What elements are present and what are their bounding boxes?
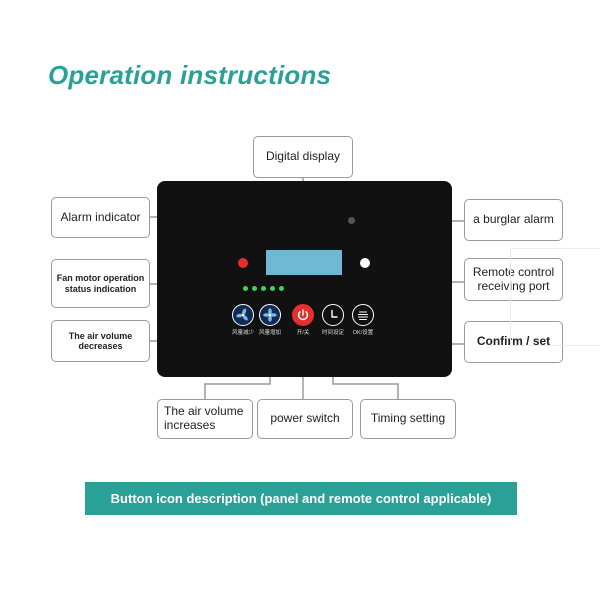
callout-label: Fan motor operation — [56, 273, 145, 284]
callout-alarm-indicator: Alarm indicator — [51, 197, 150, 238]
callout-label: Timing setting — [370, 411, 446, 426]
callout-label: increases — [164, 418, 216, 432]
button-caption: 风量减少 — [231, 330, 254, 336]
callout-label: The air volume — [164, 404, 244, 419]
status-led — [279, 286, 284, 291]
power-button[interactable]: 开/关 — [285, 304, 321, 336]
callout-label: Alarm indicator — [60, 209, 141, 224]
alarm-indicator-led — [238, 258, 248, 268]
callout-remote-port: Remote control receiving port — [464, 258, 563, 301]
fan-icon — [259, 304, 281, 326]
button-caption: OK/设置 — [352, 330, 374, 336]
callout-label: decreases — [78, 341, 123, 351]
digital-display-screen — [266, 250, 342, 275]
callout-label: Remote control — [472, 264, 555, 279]
button-caption: 时间设定 — [321, 330, 344, 336]
status-led — [270, 286, 275, 291]
callout-timing-setting: Timing setting — [360, 399, 456, 439]
fan-icon — [232, 304, 254, 326]
callout-label: Digital display — [265, 149, 341, 164]
callout-air-increase: The air volume increases — [157, 399, 253, 439]
timing-button[interactable]: 时间设定 — [315, 304, 351, 336]
callout-label: power switch — [270, 411, 340, 426]
fan-status-leds — [243, 286, 284, 291]
remote-receiver-port — [360, 258, 370, 268]
status-led — [243, 286, 248, 291]
callout-label: receiving port — [477, 278, 550, 293]
callout-label: a burglar alarm — [473, 212, 554, 227]
power-icon — [292, 304, 314, 326]
air-decrease-button[interactable]: 风量减少 — [225, 304, 261, 336]
callout-air-decrease: The air volume decreases — [51, 320, 150, 362]
control-panel — [157, 181, 452, 377]
callout-digital-display: Digital display — [253, 136, 353, 178]
callout-label: status indication — [64, 283, 137, 294]
status-led — [252, 286, 257, 291]
ok-lines-icon — [352, 304, 374, 326]
page-edge-frame — [510, 248, 600, 346]
confirm-set-button[interactable]: OK/设置 — [345, 304, 381, 336]
callout-label: Confirm / set — [476, 334, 551, 349]
callout-burglar-alarm: a burglar alarm — [464, 199, 563, 241]
button-caption: 风量增加 — [258, 330, 281, 336]
button-caption: 开/关 — [296, 330, 310, 336]
page-title: Operation instructions — [48, 60, 332, 90]
callout-fan-status: Fan motor operation status indication — [51, 259, 150, 308]
icon-description-banner: Button icon description (panel and remot… — [85, 482, 517, 515]
status-led — [261, 286, 266, 291]
callout-label: The air volume — [68, 330, 133, 341]
air-increase-button[interactable]: 风量增加 — [252, 304, 288, 336]
callout-power-switch: power switch — [257, 399, 353, 439]
burglar-alarm-sensor — [348, 217, 355, 224]
clock-icon — [322, 304, 344, 326]
callout-confirm-set: Confirm / set — [464, 321, 563, 363]
